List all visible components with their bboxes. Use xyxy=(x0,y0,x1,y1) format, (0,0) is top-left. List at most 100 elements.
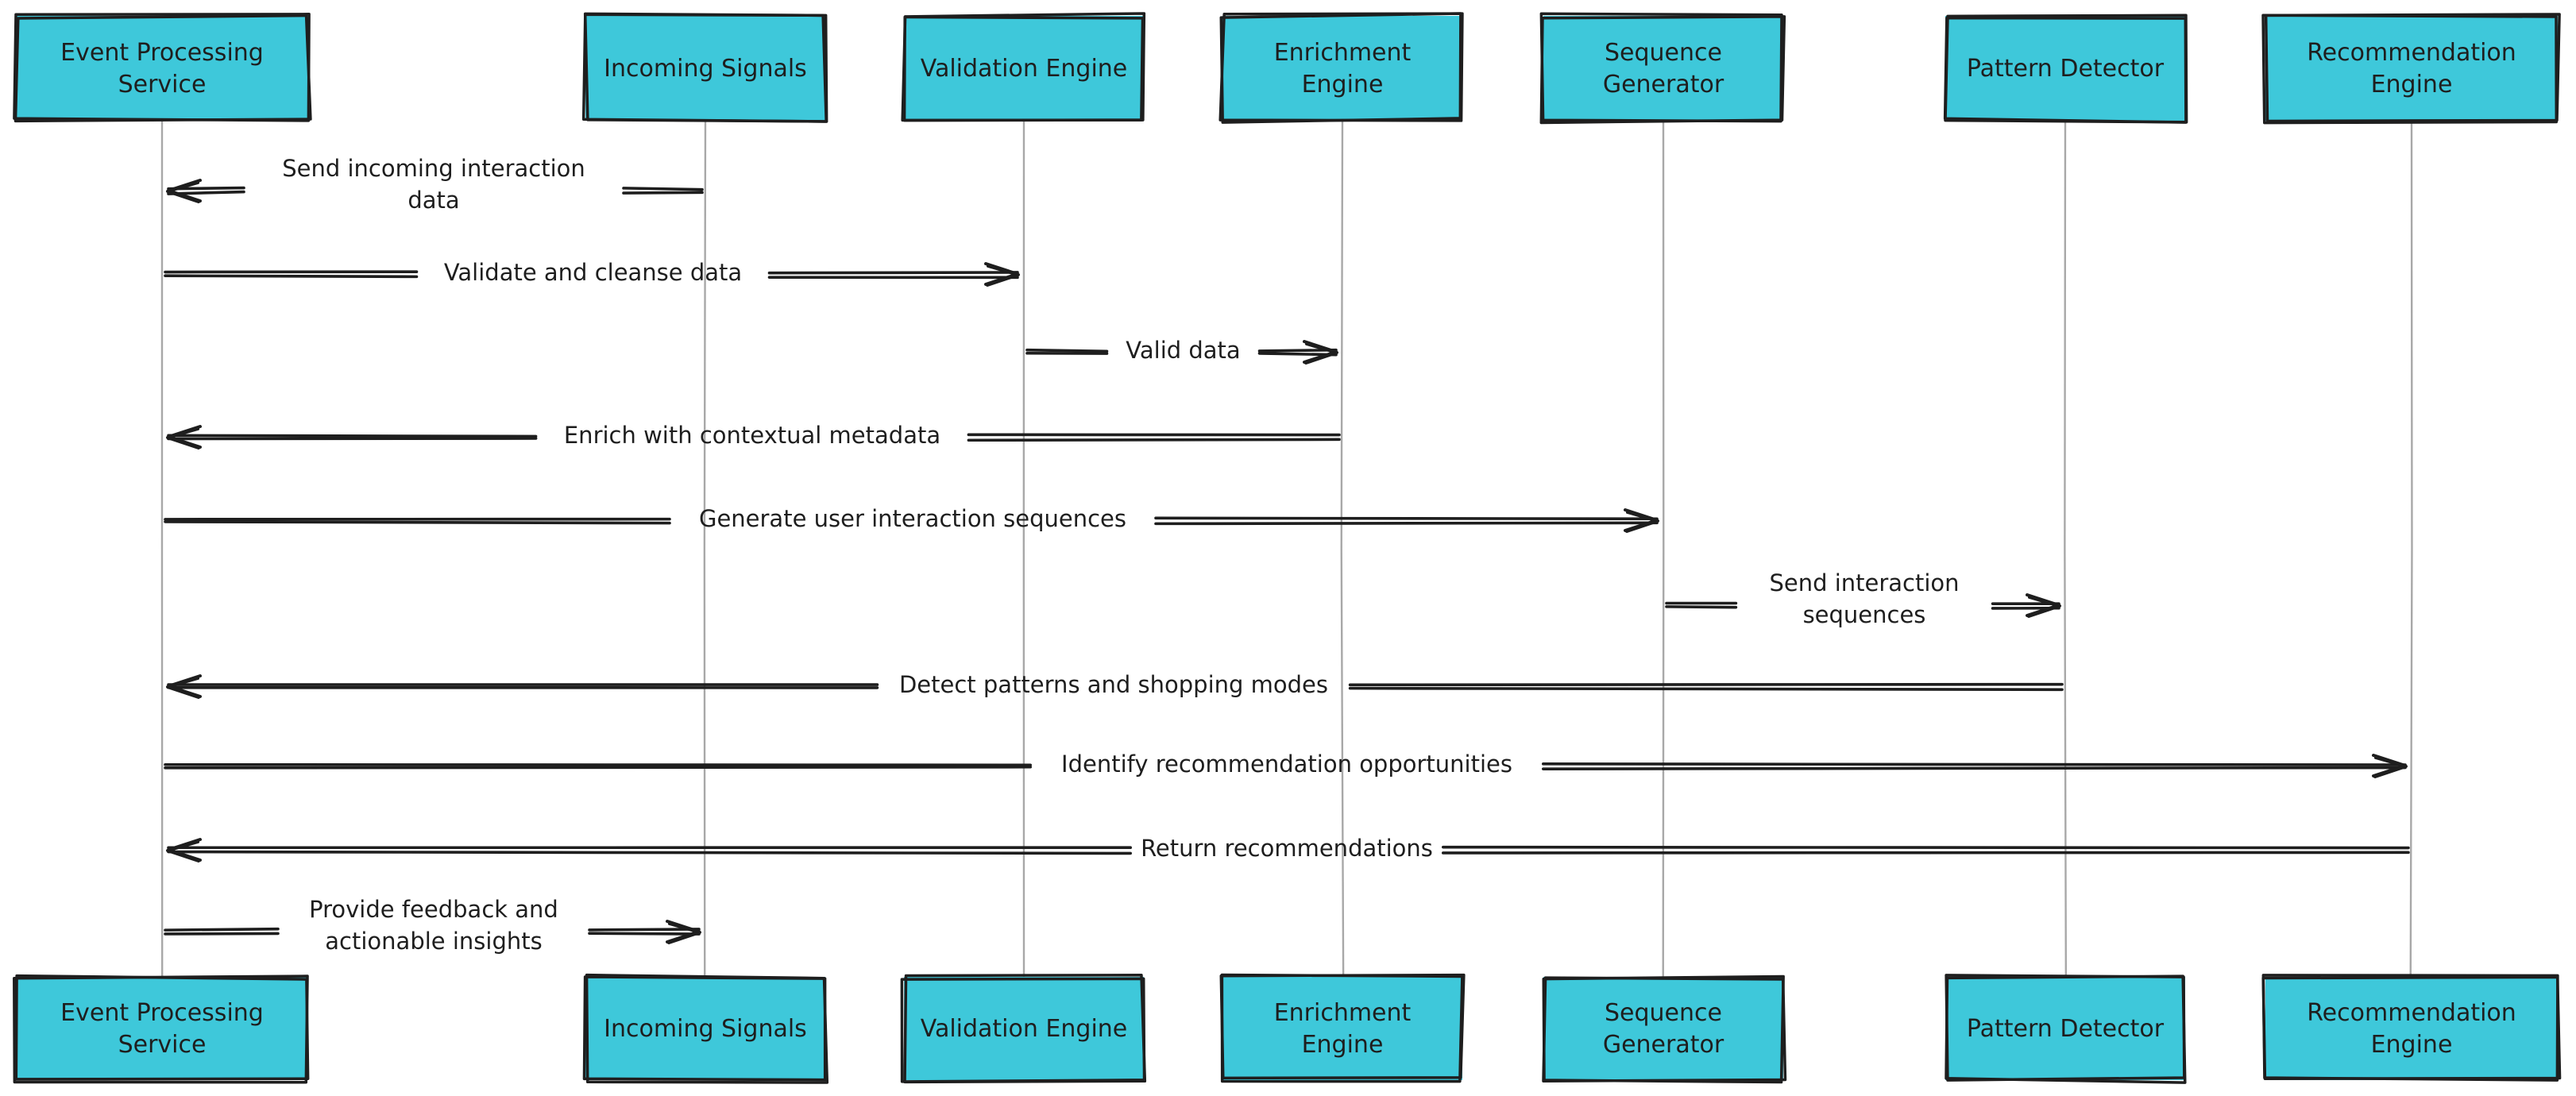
participant-label: Enrichment xyxy=(1274,39,1412,67)
participant-box-outline xyxy=(13,13,311,122)
participant-box-fill xyxy=(585,977,825,1080)
participant-box-fill xyxy=(904,16,1144,121)
message-label: Enrich with contextual metadata xyxy=(564,422,940,449)
participant-box-outline xyxy=(1539,12,1783,123)
message-4: Enrich with contextual metadata xyxy=(166,422,1341,450)
message-label: sequences xyxy=(1803,601,1926,628)
message-line xyxy=(164,762,1032,767)
participant-box-outline xyxy=(1542,976,1787,1083)
participant-box-fill xyxy=(1543,16,1783,121)
participant-top-validation-engine: Validation Engine xyxy=(901,12,1146,122)
message-label: Provide feedback and xyxy=(309,896,558,923)
participant-box-fill xyxy=(2265,977,2558,1080)
participant-label: Pattern Detector xyxy=(1967,1015,2165,1043)
participant-bottom-incoming-signals: Incoming Signals xyxy=(582,973,829,1084)
participant-box-fill xyxy=(1945,16,2185,121)
participant-box-outline xyxy=(903,974,1147,1084)
participant-label: Service xyxy=(118,1031,207,1059)
participant-box-outline xyxy=(1944,14,2188,124)
message-line xyxy=(164,927,280,932)
participant-box-outline xyxy=(1945,974,2186,1082)
participant-box-fill xyxy=(1945,977,2185,1080)
participant-label: Event Processing xyxy=(60,999,264,1027)
participant-box-fill xyxy=(904,977,1144,1080)
participant-box-outline xyxy=(2261,975,2562,1080)
participant-label: Pattern Detector xyxy=(1967,55,2165,83)
lifeline-enrichment-engine xyxy=(1340,120,1345,978)
participant-label: Incoming Signals xyxy=(604,55,807,83)
arrowhead xyxy=(1304,342,1338,365)
participant-box-fill xyxy=(585,16,825,121)
lifelines xyxy=(160,120,2413,978)
message-line xyxy=(1665,605,1738,609)
message-3: Valid data xyxy=(1025,337,1338,365)
message-7: Detect patterns and shopping modes xyxy=(166,671,2064,699)
message-line xyxy=(1542,762,2407,766)
participant-label: Engine xyxy=(1302,1031,1384,1059)
message-line xyxy=(622,187,704,191)
participant-box-fill xyxy=(1543,977,1783,1080)
participant-box-outline xyxy=(13,974,309,1084)
participant-box-fill xyxy=(1222,16,1462,121)
arrowhead xyxy=(166,677,200,699)
message-label: Identify recommendation opportunities xyxy=(1061,751,1512,778)
message-label: Generate user interaction sequences xyxy=(699,505,1126,532)
participant-label: Sequence xyxy=(1605,39,1722,67)
participant-label: Engine xyxy=(2371,71,2453,98)
message-label: Valid data xyxy=(1126,337,1240,364)
participant-label: Sequence xyxy=(1605,999,1722,1027)
message-line xyxy=(588,932,701,936)
message-line xyxy=(1442,851,2410,855)
participant-box-outline xyxy=(1218,12,1464,122)
participant-label: Engine xyxy=(2371,1031,2453,1059)
message-8: Identify recommendation opportunities xyxy=(164,751,2408,778)
participant-bottom-validation-engine: Validation Engine xyxy=(900,974,1147,1084)
lifeline-recommendation-engine xyxy=(2409,120,2413,978)
participant-label: Engine xyxy=(1302,71,1384,98)
message-10: Provide feedback and actionable insights xyxy=(164,896,701,955)
arrowhead xyxy=(2027,596,2061,618)
participant-box-fill xyxy=(1222,977,1462,1080)
participant-bottom-pattern-detector: Pattern Detector xyxy=(1945,974,2187,1084)
message-line xyxy=(1348,686,2064,692)
participant-label: Enrichment xyxy=(1274,999,1412,1027)
participant-box-outline xyxy=(1220,973,1464,1083)
participant-label: Recommendation xyxy=(2307,999,2516,1027)
message-line xyxy=(622,191,704,195)
participant-box-outline xyxy=(585,973,829,1084)
message-9: Return recommendations xyxy=(166,835,2410,863)
arrowhead xyxy=(667,922,701,944)
lifeline-pattern-detector xyxy=(2064,120,2068,978)
message-line xyxy=(1442,845,2410,850)
participant-box-outline xyxy=(2264,13,2561,123)
participant-label: Generator xyxy=(1603,71,1724,98)
participant-top-pattern-detector: Pattern Detector xyxy=(1943,14,2188,124)
lifeline-sequence-generator xyxy=(1662,120,1665,978)
participant-label: Incoming Signals xyxy=(604,1015,807,1043)
message-label: actionable insights xyxy=(325,928,542,955)
message-line xyxy=(167,850,1132,855)
participant-label: Validation Engine xyxy=(921,55,1128,83)
message-line xyxy=(967,438,1341,442)
arrowhead xyxy=(166,181,200,203)
participant-box-fill xyxy=(16,16,308,121)
message-line xyxy=(1154,516,1659,521)
arrowhead xyxy=(166,427,200,450)
arrowhead xyxy=(166,840,200,863)
participant-label: Event Processing xyxy=(60,39,264,67)
participant-label: Recommendation xyxy=(2307,39,2516,67)
arrowhead xyxy=(1625,511,1659,533)
participant-box-outline xyxy=(583,12,828,123)
message-label: Validate and cleanse data xyxy=(444,259,742,286)
